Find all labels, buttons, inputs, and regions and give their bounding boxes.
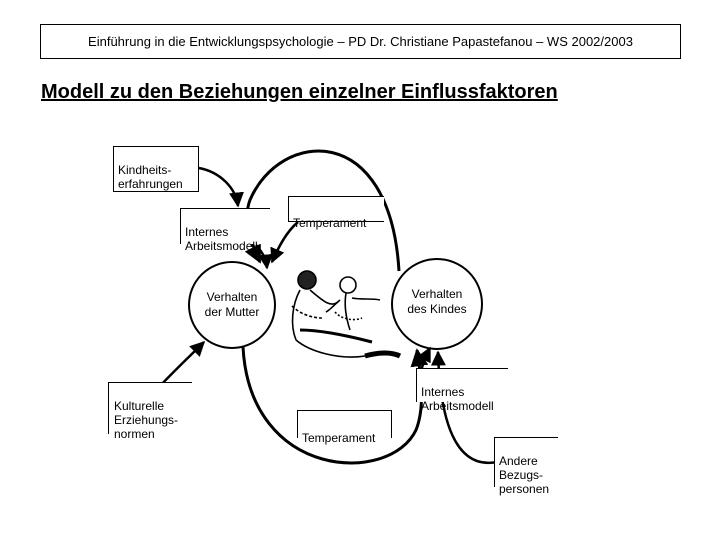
arrow-kulturelle-to-mutter — [159, 340, 206, 387]
slide-title: Modell zu den Beziehungen einzelner Einf… — [41, 81, 558, 103]
box-kulturelle-normen: Kulturelle Erziehungs- normen — [108, 382, 192, 441]
arrow-arbeitsmodell-to-mutter — [255, 244, 274, 270]
mother-child-illustration — [291, 270, 402, 359]
box-internes-arbeitsmodell-mutter: Internes Arbeitsmodell — [180, 208, 270, 253]
arc-mother-to-child — [241, 346, 429, 465]
box-kindheitserfahrungen: Kindheits- erfahrungen — [113, 146, 199, 192]
label-verhalten-mutter: Verhalten der Mutter — [204, 290, 260, 319]
arrow-temperament-top-to-mutter — [270, 221, 299, 264]
mother-behavior-circle — [188, 261, 276, 349]
arrow-kindheit-to-arbeitsmodell — [198, 166, 244, 208]
header-text: Einführung in die Entwicklungspsychologi… — [88, 34, 633, 49]
child-behavior-circle — [391, 258, 483, 350]
box-temperament-bottom: Temperament — [297, 410, 392, 445]
label-verhalten-kind: Verhalten des Kindes — [407, 287, 467, 316]
header-box: Einführung in die Entwicklungspsychologi… — [40, 24, 681, 59]
box-andere-bezugspersonen: Andere Bezugs- personen — [494, 437, 558, 496]
box-temperament-top: Temperament — [288, 196, 384, 230]
box-internes-arbeitsmodell-kind: Internes Arbeitsmodell — [416, 368, 508, 413]
